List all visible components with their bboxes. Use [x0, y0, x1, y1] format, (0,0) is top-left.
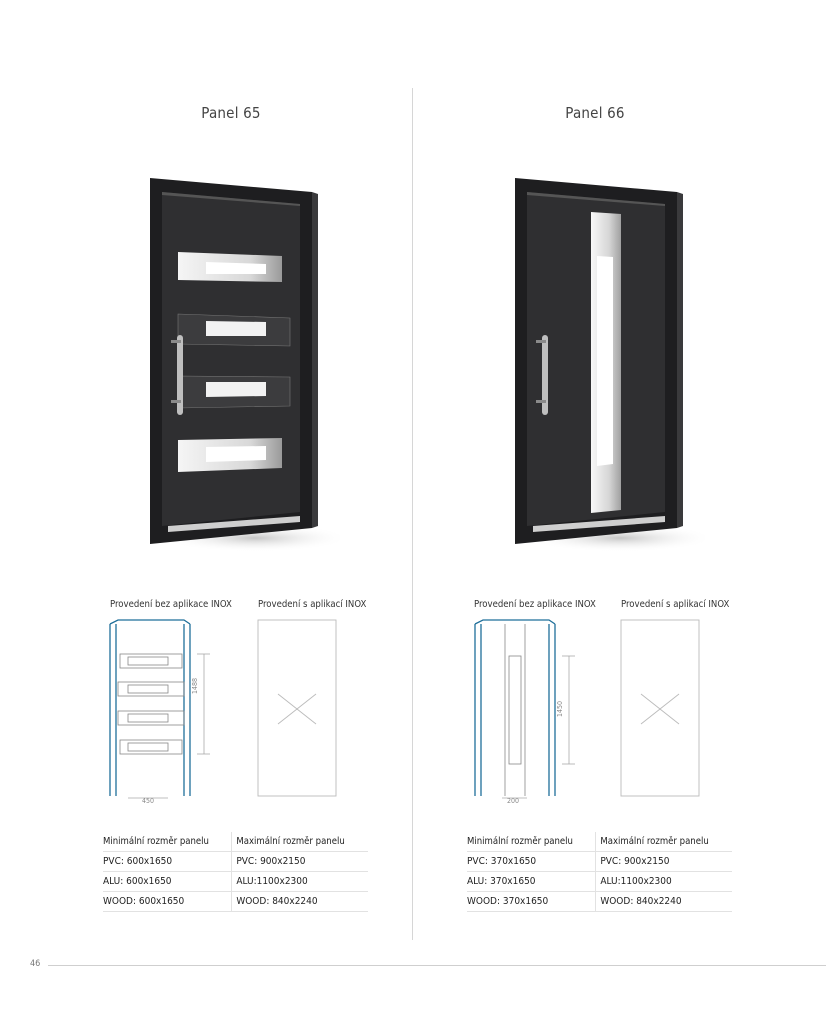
variant-label-without-inox: Provedení bez aplikace INOX: [110, 599, 232, 610]
spec-row: WOOD: 370x1650 WOOD: 840x2240: [467, 891, 732, 912]
variant-label-without-inox: Provedení bez aplikace INOX: [474, 599, 596, 610]
min-size-header: Minimální rozměr panelu: [103, 832, 232, 852]
spec-header-row: Minimální rozměr panelu Maximální rozměr…: [467, 832, 732, 852]
variant-label-with-inox: Provedení s aplikací INOX: [258, 599, 367, 610]
spec-max: PVC: 900x2150: [231, 851, 368, 872]
spec-max: PVC: 900x2150: [595, 851, 732, 872]
variant-label-with-inox: Provedení s aplikací INOX: [621, 599, 730, 610]
panel-65-section: Panel 65: [103, 104, 368, 912]
spec-row: PVC: 370x1650 PVC: 900x2150: [467, 851, 732, 872]
dimension-height: 1450: [556, 700, 564, 717]
page-number: 46: [30, 959, 41, 969]
dimension-width: 450: [142, 797, 155, 805]
spec-row: ALU: 370x1650 ALU:1100x2300: [467, 871, 732, 892]
spec-min: PVC: 600x1650: [103, 851, 232, 872]
spec-min: PVC: 370x1650: [467, 851, 596, 872]
spec-max: ALU:1100x2300: [231, 871, 368, 892]
spec-min: ALU: 370x1650: [467, 871, 596, 892]
technical-drawing-panel-66: [474, 619, 700, 799]
spec-min: WOOD: 370x1650: [467, 891, 596, 912]
max-size-header: Maximální rozměr panelu: [231, 832, 368, 852]
spec-row: PVC: 600x1650 PVC: 900x2150: [103, 851, 368, 872]
dimension-height: 1488: [191, 677, 199, 694]
door-render-panel-65: [150, 178, 340, 552]
panel-title: Panel 66: [565, 104, 625, 122]
spec-row: ALU: 600x1650 ALU:1100x2300: [103, 871, 368, 892]
spec-min: ALU: 600x1650: [103, 871, 232, 892]
dimension-width: 200: [507, 797, 520, 805]
panel-66-section: Panel 66 Provedení bez aplikace INOX Pro: [413, 0, 826, 1024]
spec-table-panel-65: Minimální rozměr panelu Maximální rozměr…: [103, 832, 368, 912]
footer-rule: [48, 965, 826, 966]
spec-max: WOOD: 840x2240: [595, 891, 732, 912]
spec-max: ALU:1100x2300: [595, 871, 732, 892]
spec-header-row: Minimální rozměr panelu Maximální rozměr…: [103, 832, 368, 852]
technical-drawing-panel-65: [109, 619, 337, 799]
door-render-panel-66: [515, 178, 705, 552]
spec-row: WOOD: 600x1650 WOOD: 840x2240: [103, 891, 368, 912]
spec-max: WOOD: 840x2240: [231, 891, 368, 912]
column-divider: [412, 88, 413, 940]
min-size-header: Minimální rozměr panelu: [467, 832, 596, 852]
spec-min: WOOD: 600x1650: [103, 891, 232, 912]
spec-table-panel-66: Minimální rozměr panelu Maximální rozměr…: [467, 832, 732, 912]
max-size-header: Maximální rozměr panelu: [595, 832, 732, 852]
panel-title: Panel 65: [201, 104, 261, 122]
